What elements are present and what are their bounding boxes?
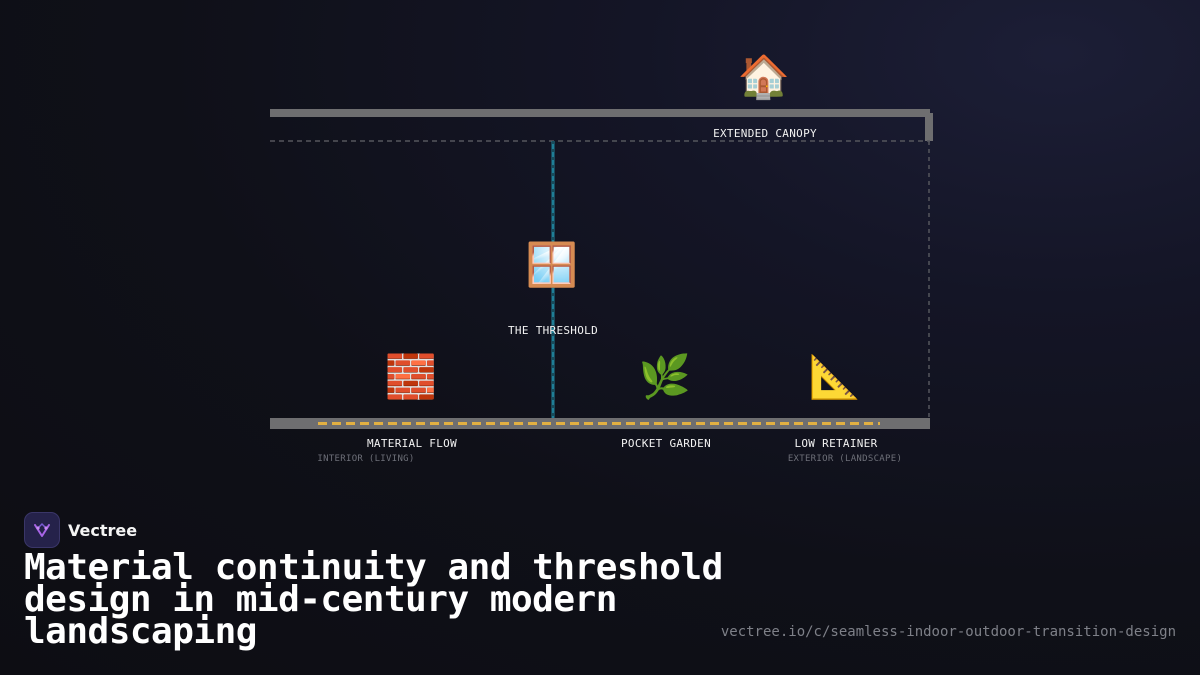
- roof-slab: [270, 109, 930, 117]
- plant-icon: 🌿: [638, 352, 692, 401]
- pocket-garden-label: POCKET GARDEN: [621, 437, 711, 450]
- brand: Vectree: [24, 512, 137, 548]
- house-icon: 🏠: [737, 52, 791, 101]
- canopy-fascia: [925, 113, 933, 141]
- window-icon: 🪟: [525, 240, 579, 289]
- vectree-logo-icon: [24, 512, 60, 548]
- low-retainer-label: LOW RETAINER: [794, 437, 877, 450]
- canopy-label: EXTENDED CANOPY: [713, 127, 817, 140]
- page-title: Material continuity and threshold design…: [24, 547, 723, 652]
- threshold-label: THE THRESHOLD: [508, 324, 598, 337]
- source-url[interactable]: vectree.io/c/seamless-indoor-outdoor-tra…: [720, 624, 1176, 640]
- brick-icon: 🧱: [384, 352, 438, 401]
- interior-label: INTERIOR (LIVING): [317, 454, 414, 464]
- exterior-label: EXTERIOR (LANDSCAPE): [788, 454, 902, 464]
- brand-name: Vectree: [68, 520, 138, 540]
- material-flow-label: MATERIAL FLOW: [367, 437, 457, 450]
- triangle-ruler-icon: 📐: [808, 352, 862, 401]
